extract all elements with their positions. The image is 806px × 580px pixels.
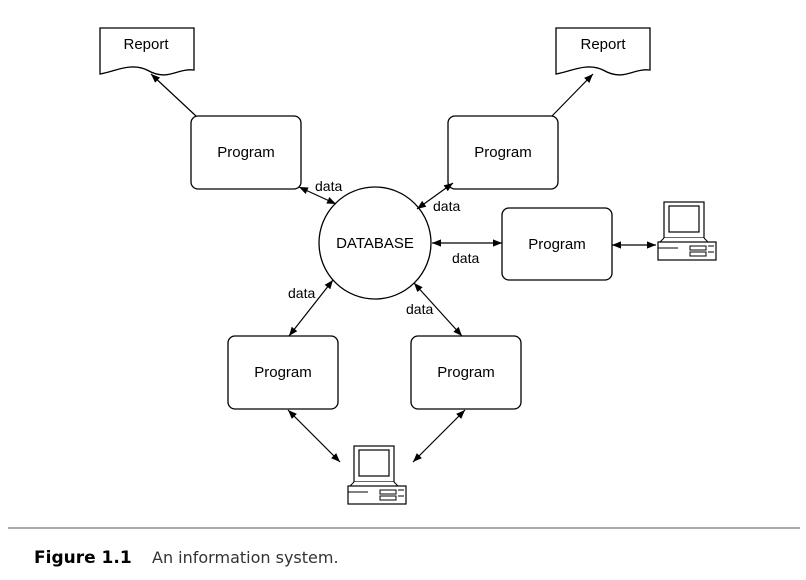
- program-label-top-left: Program: [217, 144, 275, 161]
- program-box-right: Program: [501, 207, 613, 281]
- data-label-bottom-left: data: [288, 285, 315, 301]
- data-label-bottom-right: data: [406, 301, 433, 317]
- figure-caption: An information system.: [152, 548, 339, 567]
- figure-number: Figure 1.1: [34, 548, 132, 568]
- data-label-top-right: data: [433, 198, 460, 214]
- report-left: Report: [99, 27, 195, 76]
- report-right: Report: [555, 27, 651, 76]
- arrow-db-program-top-left: [298, 186, 337, 205]
- arrow-program-to-report-left: [150, 73, 197, 117]
- report-label-right: Report: [580, 36, 626, 53]
- arrow-program-bottom-right-terminal: [412, 409, 466, 463]
- data-label-top-left: data: [315, 178, 342, 194]
- computer-terminal-icon-right: [657, 201, 717, 261]
- program-label-right: Program: [528, 236, 586, 253]
- report-label-left: Report: [123, 36, 169, 53]
- arrow-program-to-report-right: [551, 73, 594, 117]
- data-label-right: data: [452, 250, 479, 266]
- database-circle: DATABASE: [318, 186, 432, 300]
- program-box-bottom-left: Program: [227, 335, 339, 410]
- program-box-top-right: Program: [447, 115, 559, 190]
- arrow-db-program-top-right: [416, 182, 454, 210]
- arrow-program-bottom-left-terminal: [287, 409, 341, 463]
- program-box-top-left: Program: [190, 115, 302, 190]
- computer-terminal-icon-bottom: [347, 445, 407, 505]
- arrow-db-program-bottom-right: [413, 282, 463, 337]
- arrow-db-program-bottom-left: [288, 279, 334, 337]
- database-label: DATABASE: [336, 235, 414, 252]
- program-label-bottom-left: Program: [254, 364, 312, 381]
- program-box-bottom-right: Program: [410, 335, 522, 410]
- program-label-top-right: Program: [474, 144, 532, 161]
- program-label-bottom-right: Program: [437, 364, 495, 381]
